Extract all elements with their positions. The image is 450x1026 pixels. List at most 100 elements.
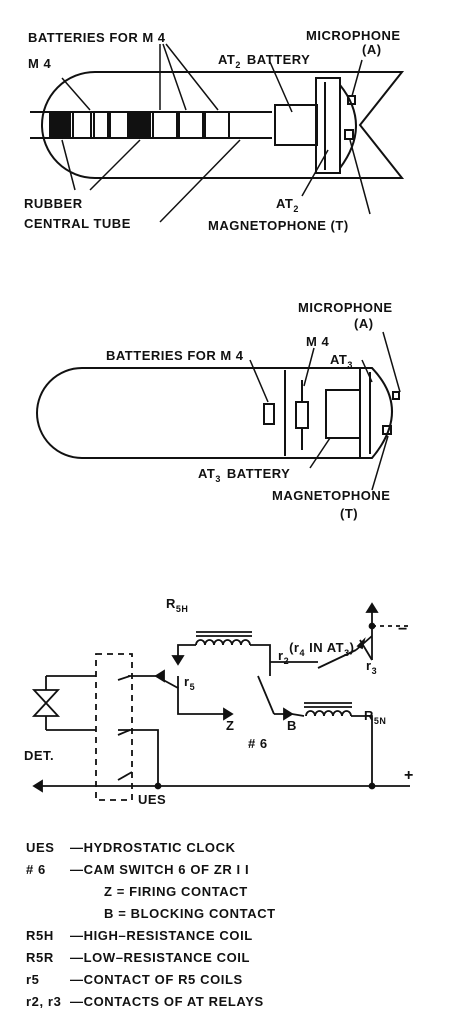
wire-r5n-right	[351, 715, 373, 786]
legend-key: r2, r3	[26, 994, 62, 1009]
label-magnetophone-t-1: MAGNETOPHONE (T)	[208, 218, 349, 233]
fig2-battery-m4	[263, 403, 275, 425]
fig2-m4-unit	[295, 401, 309, 429]
battery-m4-1	[49, 111, 71, 139]
detonator-symbol	[31, 689, 61, 717]
leader-at2	[301, 149, 329, 197]
microphone-a-1	[347, 95, 356, 105]
label-r3: r3	[366, 658, 377, 676]
label-m4-2: M 4	[306, 334, 329, 349]
legend-item-r5: r5—CONTACT OF R5 COILS	[26, 972, 243, 987]
leader-microphone-1	[351, 59, 363, 97]
leader-rubber-1	[61, 139, 76, 191]
figure-1-labels: BATTERIES FOR M 4 M 4 MICROPHONE (A) AT2…	[24, 28, 401, 233]
legend-text: Z = FIRING CONTACT	[104, 884, 248, 899]
battery-m4-3	[93, 111, 109, 139]
ues-switch-3	[117, 771, 133, 781]
legend-item-r5h: R5H —HIGH–RESISTANCE COIL	[26, 928, 253, 943]
legend-text: B = BLOCKING CONTACT	[104, 906, 276, 921]
r2-contact-blade	[317, 649, 357, 669]
coil-r5h	[195, 639, 251, 646]
leader-rubber-2	[89, 139, 141, 191]
arrow-b	[283, 707, 294, 721]
label-plus: +	[404, 767, 414, 784]
leader-at3	[361, 359, 373, 383]
fig2-at3-box	[325, 389, 361, 439]
label-microphone-a-2: (A)	[354, 316, 374, 331]
figure-2-labels: MICROPHONE (A) M 4 BATTERIES FOR M 4 AT3…	[106, 300, 393, 521]
legend-item-b: B = BLOCKING CONTACT	[104, 906, 276, 921]
head-arc	[339, 84, 357, 169]
legend-item-ues: UES —HYDROSTATIC CLOCK	[26, 840, 236, 855]
legend-text: HYDROSTATIC CLOCK	[83, 840, 236, 855]
battery-at2-1	[152, 111, 178, 139]
label-r5n: R5N	[364, 708, 386, 726]
figure-2-torpedo-diagram	[36, 331, 401, 491]
figure-1-torpedo-diagram	[30, 43, 405, 223]
cam6-blade	[257, 675, 275, 715]
wire-r5h-right	[250, 644, 271, 662]
legend-sep: —	[70, 950, 84, 965]
legend-sep: —	[70, 862, 84, 877]
legend-item-cam6: # 6 —CAM SWITCH 6 OF ZR I I	[26, 862, 249, 877]
legend-text: HIGH–RESISTANCE COIL	[83, 928, 253, 943]
label-m4-1: M 4	[28, 56, 51, 71]
label-z: Z	[226, 718, 234, 733]
label-rubber: RUBBER	[24, 196, 83, 211]
legend-text: CONTACT OF R5 COILS	[83, 972, 243, 987]
legend-sep: —	[70, 840, 84, 855]
legend-item-r2-r3: r2, r3—CONTACTS OF AT RELAYS	[26, 994, 264, 1009]
junction-1	[368, 782, 376, 790]
legend-key: R5R	[26, 950, 54, 965]
legend-key: # 6	[26, 862, 46, 877]
ues-switch-1	[117, 675, 131, 681]
head-frame	[315, 77, 341, 174]
magnetophone-t-2	[382, 425, 392, 435]
leader-magnetophone-2	[371, 435, 389, 491]
magnetophone-t-1	[344, 129, 354, 140]
legend-key: UES	[26, 840, 55, 855]
label-at3: AT3	[330, 352, 353, 370]
label-microphone-a-1: (A)	[362, 42, 382, 57]
junction-2	[154, 782, 162, 790]
microphone-a-2	[392, 391, 400, 400]
legend-key: r5	[26, 972, 40, 987]
wire-r5h-left	[177, 644, 196, 660]
battery-m4-5	[129, 111, 151, 139]
leader-m4-a	[61, 77, 91, 111]
leader-batt-3	[165, 43, 219, 111]
label-magnetophone-2: MAGNETOPHONE	[272, 488, 390, 503]
coil-r5n	[305, 710, 352, 717]
label-r5: r5	[184, 674, 195, 692]
junction-3	[368, 622, 376, 630]
leader-batteries-m4-2	[249, 359, 269, 403]
leader-magnetophone-1	[349, 139, 371, 215]
label-batteries-for-m4-2: BATTERIES FOR M 4	[106, 348, 244, 363]
legend-key: R5H	[26, 928, 54, 943]
legend-item-r5r: R5R —LOW–RESISTANCE COIL	[26, 950, 250, 965]
arrow-z	[223, 707, 234, 721]
torpedo-2-body	[36, 367, 393, 459]
wire-r5-contact	[128, 675, 232, 715]
legend-sep: —	[70, 928, 84, 943]
leader-at3-battery	[309, 437, 331, 469]
label-at2: AT2	[276, 196, 299, 214]
battery-at2-3	[204, 111, 230, 139]
torpedo-1-body	[41, 71, 405, 179]
leader-microphone-2	[382, 331, 401, 393]
legend-text: CAM SWITCH 6 OF ZR I I	[83, 862, 250, 877]
ues-switch-2	[117, 729, 131, 736]
leader-at2-battery	[269, 61, 293, 113]
legend-item-z: Z = FIRING CONTACT	[104, 884, 248, 899]
legend-text: LOW–RESISTANCE COIL	[83, 950, 251, 965]
arrow-r5	[154, 669, 165, 683]
label-det: DET.	[24, 748, 54, 763]
label-microphone-2: MICROPHONE	[298, 300, 393, 315]
label-batteries-for-m4: BATTERIES FOR M 4	[28, 30, 166, 45]
leader-central-tube	[159, 139, 241, 223]
arrow-bus-left	[32, 779, 43, 793]
label-microphone-1: MICROPHONE	[306, 28, 401, 43]
ues-dashed-box	[95, 653, 133, 801]
